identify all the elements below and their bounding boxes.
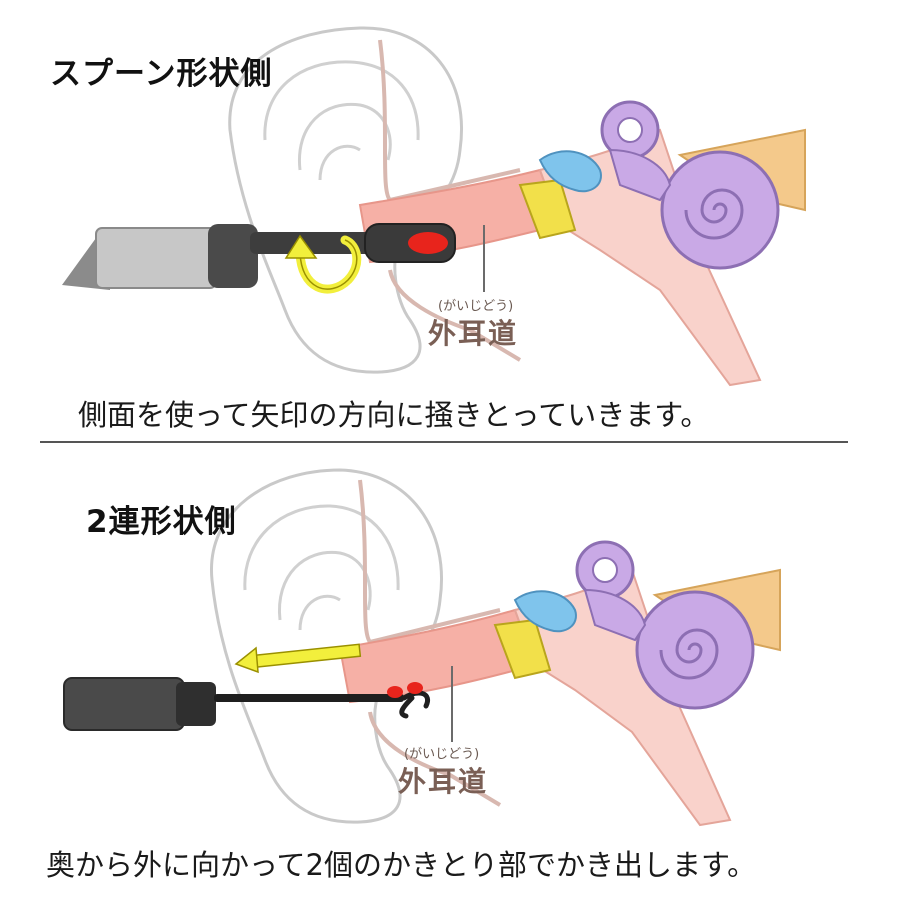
semicircular-canal-hole [617, 117, 643, 143]
double-tool-collar [176, 682, 216, 726]
spoon-tool-collar [208, 224, 258, 288]
concha-line [298, 594, 341, 631]
earwax-blob [408, 232, 448, 254]
panel-spoon-side: スプーン形状側 (がいじどう) 外耳道 側面を使って矢印の方向に掻きとっていきま… [0, 0, 900, 440]
section-heading: スプーン形状側 [50, 56, 273, 92]
double-tool-hook [399, 690, 430, 719]
cochlea [660, 150, 780, 270]
section-caption: 奥から外に向かって2個のかきとり部でかき出します。 [46, 848, 757, 882]
double-tool-shaft [214, 694, 404, 702]
section-caption: 側面を使って矢印の方向に掻きとっていきます。 [78, 398, 710, 432]
pull-out-arrowhead [234, 646, 259, 674]
spoon-tool-body [95, 227, 217, 289]
head-outline [358, 479, 502, 807]
earwax-blob-2 [407, 682, 423, 694]
eardrum [518, 178, 577, 240]
canal-reading: (がいじどう) [404, 747, 480, 762]
ear-diagram-bottom [63, 468, 781, 827]
antihelix-line [297, 102, 392, 171]
section-heading: 2連形状側 [86, 504, 237, 540]
panel-double-side: 2連形状側 (がいじどう) 外耳道 奥から外に向かって2個のかきとり部でかき出し… [0, 450, 900, 900]
section-divider [40, 441, 848, 443]
antihelix-line [277, 550, 372, 621]
eardrum [493, 618, 552, 680]
ossicles [513, 590, 577, 633]
vestibule [583, 588, 647, 642]
outer-ear-outline [210, 468, 443, 824]
canal-reading: (がいじどう) [438, 299, 514, 314]
vestibule [608, 148, 672, 202]
semicircular-canal-hole [592, 557, 618, 583]
rotation-arrow-outline [299, 239, 358, 290]
cochlea-spiral [659, 628, 719, 680]
double-tool-handle [63, 677, 185, 731]
helix-inner-line [243, 504, 400, 591]
ear-diagram-top [62, 26, 806, 387]
concha-line [318, 144, 361, 181]
spoon-tool-shaft [250, 232, 380, 254]
canal-label: 外耳道 [428, 317, 519, 350]
cochlea-spiral [684, 188, 744, 240]
canal-label: 外耳道 [398, 765, 489, 798]
cochlea [635, 590, 755, 710]
earwax-blob-1 [387, 686, 403, 698]
helix-inner-line [263, 60, 420, 141]
rotation-arrowhead [284, 234, 318, 259]
ossicles [538, 150, 602, 193]
head-outline [378, 39, 522, 362]
